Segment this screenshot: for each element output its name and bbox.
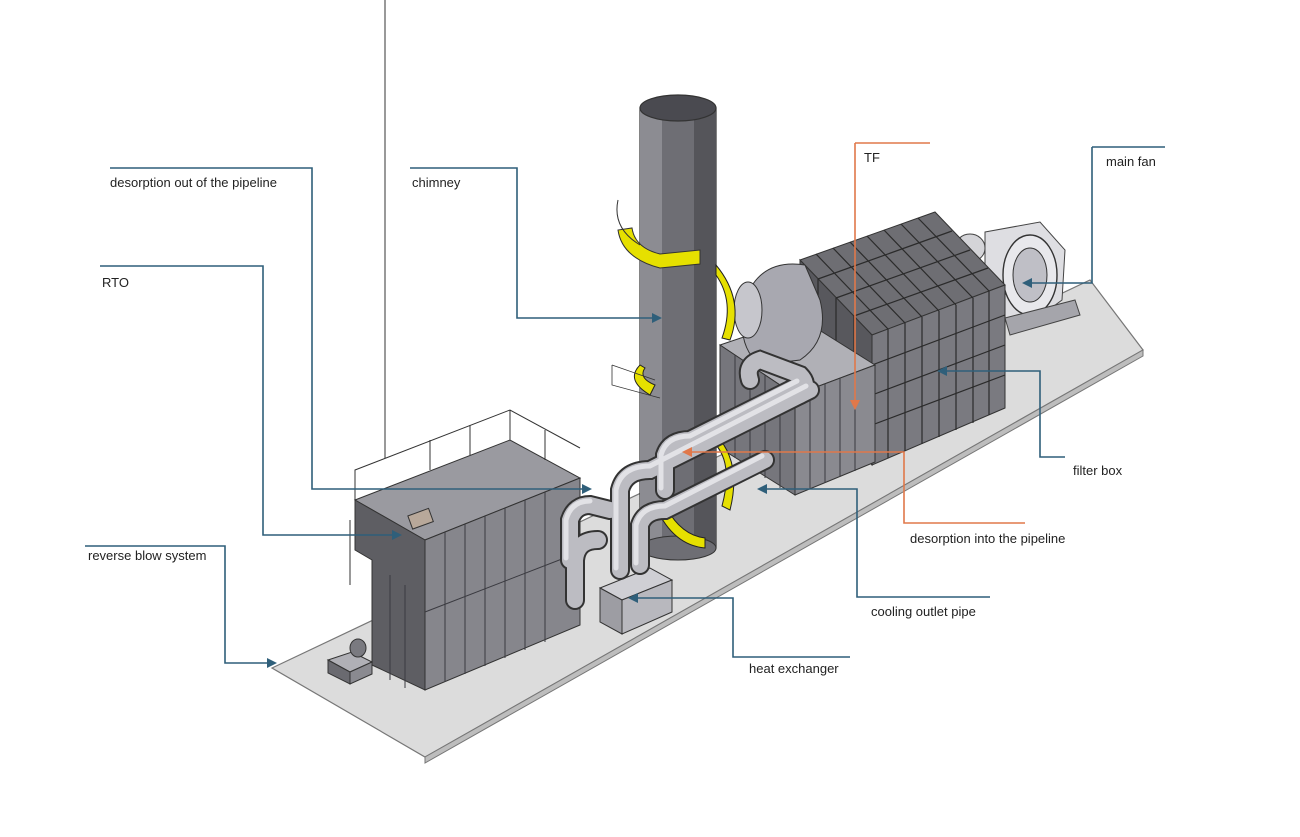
leader-desorption-into bbox=[688, 451, 1025, 524]
label-rto: RTO bbox=[102, 275, 129, 290]
label-reverse-blow: reverse blow system bbox=[88, 548, 206, 563]
label-cooling-outlet: cooling outlet pipe bbox=[871, 604, 976, 619]
leader-rto bbox=[100, 265, 400, 536]
reverse-blow-unit bbox=[326, 638, 374, 685]
label-heat-exchanger: heat exchanger bbox=[749, 661, 839, 676]
leader-lines-blue bbox=[85, 146, 1165, 664]
leader-heat-exchanger bbox=[630, 597, 850, 658]
leader-arrowheads-orange bbox=[682, 400, 860, 457]
label-filter-box: filter box bbox=[1073, 463, 1123, 478]
label-chimney: chimney bbox=[412, 175, 461, 190]
leader-arrowheads-blue bbox=[267, 278, 1032, 668]
leader-desorption-out bbox=[110, 167, 590, 490]
leader-chimney bbox=[410, 167, 660, 319]
leader-main-fan bbox=[1025, 146, 1165, 284]
leader-filter-box bbox=[940, 370, 1065, 458]
leader-reverse-blow bbox=[85, 545, 275, 664]
label-main-fan: main fan bbox=[1106, 154, 1156, 169]
label-desorption-into: desorption into the pipeline bbox=[910, 531, 1065, 546]
leader-lines-orange bbox=[688, 142, 1025, 524]
pipe-network bbox=[560, 349, 820, 610]
label-tf: TF bbox=[864, 150, 880, 165]
leader-tf bbox=[854, 142, 930, 402]
heat-exchanger-unit bbox=[598, 567, 674, 635]
rto-unit bbox=[349, 0, 582, 691]
leader-cooling-outlet bbox=[760, 488, 990, 598]
label-desorption-out: desorption out of the pipeline bbox=[110, 175, 277, 190]
